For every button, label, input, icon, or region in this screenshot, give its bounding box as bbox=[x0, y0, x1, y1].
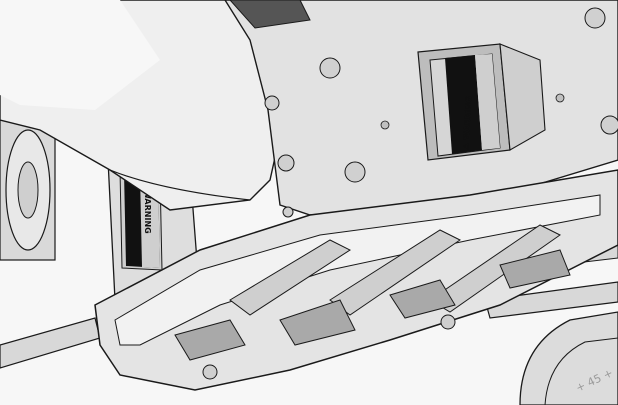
rivet bbox=[344, 161, 366, 183]
right-label-recess: ⚠ WARNING bbox=[417, 43, 546, 161]
rivet bbox=[555, 93, 565, 103]
rivet bbox=[584, 7, 606, 29]
bolt bbox=[202, 364, 218, 380]
right-warning-label bbox=[445, 55, 482, 154]
left-hub-assembly bbox=[0, 119, 56, 261]
left-warning-label-text: ⚠ WARNING bbox=[143, 180, 152, 234]
rivet bbox=[380, 120, 390, 130]
bolt bbox=[282, 206, 294, 218]
lower-right-wheel: + 45 + bbox=[519, 311, 618, 405]
rivet bbox=[600, 115, 618, 135]
rivet bbox=[319, 57, 341, 79]
rivet bbox=[277, 154, 295, 172]
bolt bbox=[440, 314, 456, 330]
upper-body-panel bbox=[0, 0, 291, 211]
skid-plate bbox=[94, 169, 618, 391]
right-warning-label-text: ⚠ WARNING bbox=[461, 96, 474, 150]
rivet bbox=[264, 95, 280, 111]
